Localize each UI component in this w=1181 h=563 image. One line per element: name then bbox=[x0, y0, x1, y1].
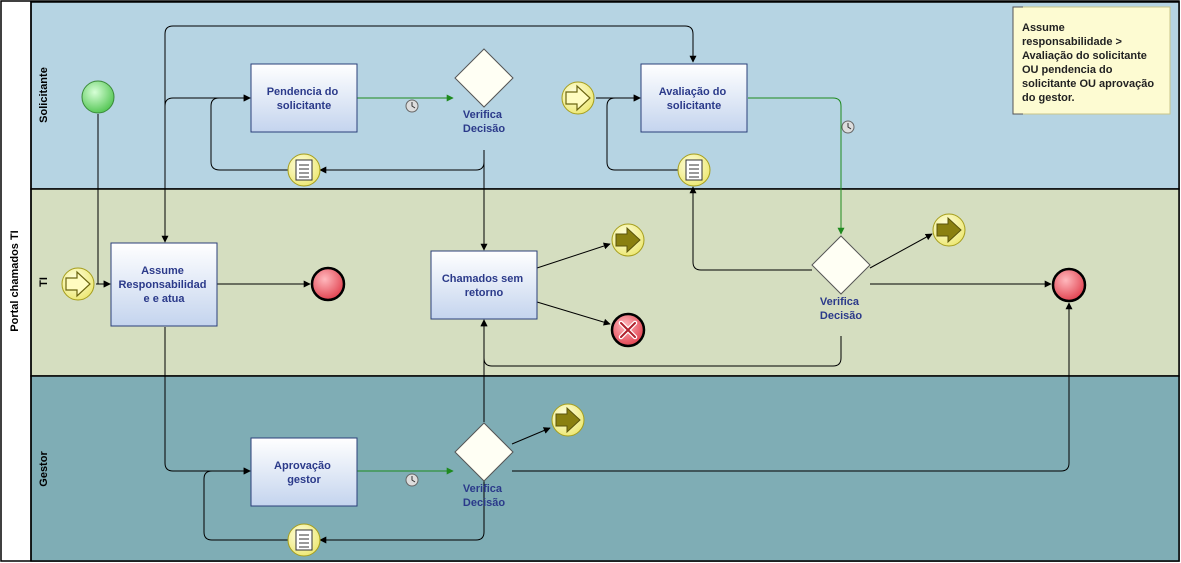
gateway-label: Decisão bbox=[820, 310, 862, 322]
task-label: Responsabilidad bbox=[118, 279, 206, 291]
annotation-line: Assume bbox=[1022, 22, 1065, 34]
task-chamados-sem-retorno[interactable]: Chamados sem retorno bbox=[430, 250, 538, 320]
gateway-label: Decisão bbox=[463, 123, 505, 135]
gateway-label: Verifica bbox=[463, 109, 503, 121]
end-event[interactable] bbox=[1051, 267, 1087, 303]
flow-assume-to-avaliacao bbox=[164, 25, 697, 242]
gateway-label: Verifica bbox=[820, 296, 860, 308]
flow-chamados-to-cancel bbox=[536, 301, 611, 326]
flow-gw2-to-avaliacao-doc bbox=[689, 186, 812, 271]
flow-assume-to-aprovacao bbox=[164, 327, 251, 475]
arrow-right-filled-icon bbox=[936, 216, 962, 244]
lane-label-ti: TI bbox=[38, 277, 50, 287]
conditional-event[interactable] bbox=[287, 523, 321, 557]
start-event[interactable] bbox=[81, 80, 115, 114]
end-message-event[interactable] bbox=[932, 213, 966, 247]
end-message-event[interactable] bbox=[611, 223, 645, 257]
task-label: Aprovação bbox=[274, 460, 331, 472]
task-label: retorno bbox=[465, 287, 504, 299]
flow-to-pendencia bbox=[164, 94, 251, 107]
task-label: e e atua bbox=[144, 293, 186, 305]
arrow-right-icon bbox=[565, 84, 591, 112]
svg-text:Chamados sem retorno: Chamados sem retorno bbox=[442, 273, 526, 299]
task-label: solicitante bbox=[277, 100, 331, 112]
gateway-verifica-decisao-3[interactable]: Verifica Decisão bbox=[454, 422, 514, 509]
task-label: Assume bbox=[141, 265, 184, 277]
end-message-event[interactable] bbox=[551, 403, 585, 437]
lane-ti[interactable] bbox=[30, 188, 1180, 377]
flow-gw2-to-msg bbox=[869, 233, 933, 269]
flow-avaliacao-to-gw2 bbox=[748, 97, 845, 235]
svg-text:Verifica Decisão: Verifica Decisão bbox=[463, 483, 505, 509]
svg-text:Avaliação do solicitante: Avaliação do solicitante bbox=[659, 86, 730, 112]
gateway-label: Decisão bbox=[463, 497, 505, 509]
arrow-right-filled-icon bbox=[615, 226, 641, 254]
svg-text:Assume Responsabilidad: Assume Responsabilidad e e atua bbox=[118, 265, 209, 305]
flow-chamados-to-msg bbox=[536, 242, 611, 269]
conditional-flows bbox=[357, 94, 845, 475]
flow-aprovacao-doc-loop bbox=[203, 467, 288, 541]
clock-icon bbox=[405, 473, 419, 487]
end-event[interactable] bbox=[310, 266, 346, 302]
task-aprovacao-gestor[interactable]: Aprovação gestor bbox=[250, 437, 358, 507]
flow-gw3-to-msg bbox=[511, 427, 551, 445]
conditional-event[interactable] bbox=[677, 153, 711, 187]
conditional-event[interactable] bbox=[287, 153, 321, 187]
intermediate-message-event[interactable] bbox=[61, 267, 95, 301]
clock-icon bbox=[405, 99, 419, 113]
annotation-line: do gestor. bbox=[1022, 92, 1075, 104]
sequence-flows bbox=[96, 25, 1073, 544]
annotation-line: solicitante OU aprovação bbox=[1022, 78, 1154, 90]
task-label: Avaliação do bbox=[659, 86, 727, 98]
text-annotation[interactable]: Assume responsabilidade > Avaliação do s… bbox=[1012, 6, 1171, 115]
intermediate-message-event[interactable] bbox=[561, 81, 595, 115]
task-label: Pendencia do bbox=[267, 86, 339, 98]
task-label: gestor bbox=[287, 474, 321, 486]
flow-gw3-to-aprovacao-doc bbox=[319, 480, 485, 544]
annotation-line: OU pendencia do bbox=[1022, 64, 1113, 76]
lane-gestor[interactable] bbox=[30, 375, 1180, 562]
flow-pendencia-doc-loop bbox=[210, 94, 288, 171]
pool-label: Portal chamados TI bbox=[9, 230, 21, 331]
annotation-line: responsabilidade > bbox=[1022, 36, 1122, 48]
arrow-right-filled-icon bbox=[555, 406, 581, 434]
arrow-right-icon bbox=[65, 270, 91, 298]
flow-gw3-to-end bbox=[512, 302, 1073, 472]
svg-text:Aprovação gestor: Aprovação gestor bbox=[274, 460, 334, 486]
gateway-verifica-decisao-1[interactable]: Verifica Decisão bbox=[454, 48, 514, 135]
cancel-end-event[interactable] bbox=[610, 312, 646, 348]
task-avaliacao-do-solicitante[interactable]: Avaliação do solicitante bbox=[640, 63, 748, 133]
gateway-label: Verifica bbox=[463, 483, 503, 495]
task-assume-responsabilidade[interactable]: Assume Responsabilidad e e atua bbox=[110, 242, 218, 327]
task-label: Chamados sem bbox=[442, 273, 524, 285]
clock-icon bbox=[841, 120, 855, 134]
svg-text:Verifica Decisão: Verifica Decisão bbox=[463, 109, 505, 135]
flow-avaliacao-doc-loop bbox=[606, 94, 678, 171]
lane-label-solicitante: Solicitante bbox=[38, 67, 50, 123]
task-label: solicitante bbox=[667, 100, 721, 112]
lane-label-gestor: Gestor bbox=[38, 451, 50, 487]
svg-text:Pendencia do solicitante: Pendencia do solicitante bbox=[267, 86, 342, 112]
annotation-line: Avaliação do solicitante bbox=[1022, 50, 1147, 62]
svg-text:Verifica Decisão: Verifica Decisão bbox=[820, 296, 862, 322]
svg-text:Assume responsabilidade: Assume responsabilidade > Avaliação do s… bbox=[1022, 22, 1157, 104]
task-pendencia-do-solicitante[interactable]: Pendencia do solicitante bbox=[250, 63, 358, 133]
lane-solicitante[interactable] bbox=[30, 1, 1180, 190]
gateway-verifica-decisao-2[interactable]: Verifica Decisão bbox=[811, 235, 871, 322]
